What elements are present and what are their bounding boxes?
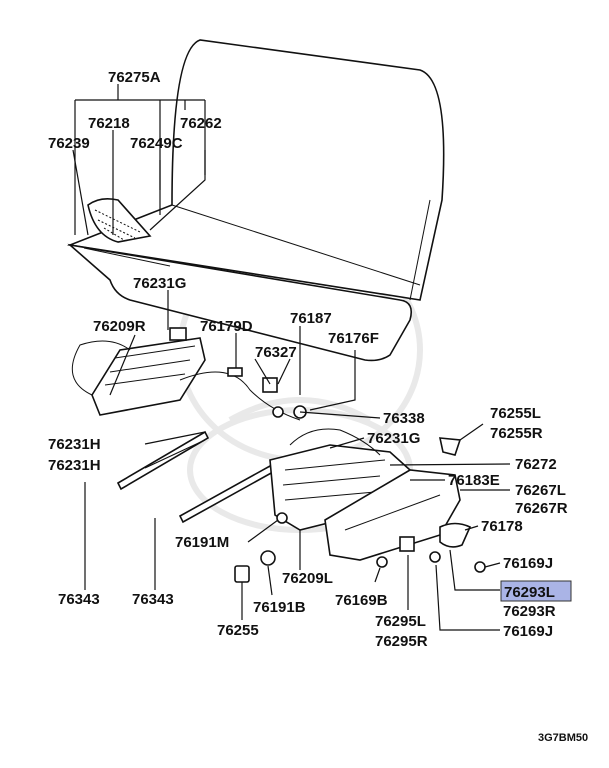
label-76338[interactable]: 76338 [383, 410, 425, 427]
label-76343-a[interactable]: 76343 [58, 591, 100, 608]
label-76218[interactable]: 76218 [88, 115, 130, 132]
label-76275a[interactable]: 76275A [108, 69, 161, 86]
label-76239[interactable]: 76239 [48, 135, 90, 152]
left-rail-assembly [71, 327, 301, 421]
label-76255r[interactable]: 76255R [490, 425, 543, 442]
label-76169j-a[interactable]: 76169J [503, 555, 553, 572]
label-76293r[interactable]: 76293R [503, 603, 556, 620]
label-76169j-b[interactable]: 76169J [503, 623, 553, 640]
label-76209r[interactable]: 76209R [93, 318, 146, 335]
label-76231g-mid[interactable]: 76231G [367, 430, 420, 447]
leader-lines [72, 84, 511, 631]
label-76169b[interactable]: 76169B [335, 592, 388, 609]
label-76295l[interactable]: 76295L [375, 613, 426, 630]
drawing-code: 3G7BM50 [538, 732, 588, 744]
label-76179d[interactable]: 76179D [200, 318, 253, 335]
springs [116, 430, 275, 524]
label-76293l[interactable]: 76293L [504, 584, 555, 601]
label-76343-b[interactable]: 76343 [132, 591, 174, 608]
side-shield [324, 469, 461, 561]
label-76209l[interactable]: 76209L [282, 570, 333, 587]
label-76267l[interactable]: 76267L [515, 482, 566, 499]
label-76327[interactable]: 76327 [255, 344, 297, 361]
part-labels: 76275A 76218 76262 76239 76249C 76231G 7… [48, 69, 568, 650]
label-76176f[interactable]: 76176F [328, 330, 379, 347]
label-76191m[interactable]: 76191M [175, 534, 229, 551]
buckle-trim [83, 198, 171, 267]
label-76255[interactable]: 76255 [217, 622, 259, 639]
label-76272[interactable]: 76272 [515, 456, 557, 473]
label-76267r[interactable]: 76267R [515, 500, 568, 517]
label-76187[interactable]: 76187 [290, 310, 332, 327]
label-76255l[interactable]: 76255L [490, 405, 541, 422]
label-76295r[interactable]: 76295R [375, 633, 428, 650]
seat-cushion [66, 39, 445, 362]
label-76183e[interactable]: 76183E [448, 472, 500, 489]
label-76249c[interactable]: 76249C [130, 135, 183, 152]
small-parts [234, 437, 486, 583]
label-76231h-b[interactable]: 76231H [48, 457, 101, 474]
label-76231g-top[interactable]: 76231G [133, 275, 186, 292]
label-76262[interactable]: 76262 [180, 115, 222, 132]
label-76178[interactable]: 76178 [481, 518, 523, 535]
label-76191b[interactable]: 76191B [253, 599, 306, 616]
selected-part-highlight [500, 580, 572, 602]
label-76231h-a[interactable]: 76231H [48, 436, 101, 453]
mid-fasteners [227, 367, 307, 419]
